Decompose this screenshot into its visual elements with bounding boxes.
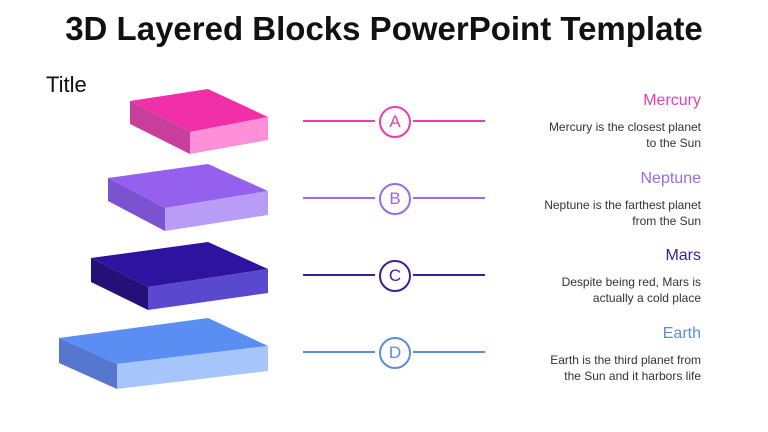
letter-c-circle: C: [379, 260, 411, 292]
connector-c: C: [303, 260, 485, 292]
block-c-top: [91, 242, 268, 287]
item-mars-desc-line-2: actually a cold place: [592, 291, 701, 305]
connector-c-line-right: [413, 274, 485, 276]
item-mars-description: Despite being red, Mars is actually a co…: [481, 274, 701, 306]
letter-b-circle: B: [379, 183, 411, 215]
block-c: [91, 242, 268, 310]
item-earth-desc-line-2: the Sun and it harbors life: [564, 369, 701, 383]
item-mercury: Mercury Mercury is the closest planet to…: [481, 92, 701, 151]
item-earth-desc-line-1: Earth is the third planet from: [550, 353, 701, 367]
slide-heading: 3D Layered Blocks PowerPoint Template: [65, 10, 703, 47]
item-mars-name: Mars: [665, 247, 701, 264]
block-a-front: [190, 117, 268, 154]
item-neptune-name: Neptune: [640, 170, 702, 187]
connector-d-line-right: [413, 351, 485, 353]
connector-d: D: [303, 337, 485, 369]
block-b-top: [108, 164, 268, 208]
connector-b-line-right: [413, 197, 485, 199]
connector-d-line-left: [303, 351, 375, 353]
item-mercury-description: Mercury is the closest planet to the Sun: [481, 119, 701, 151]
letter-d-circle: D: [379, 337, 411, 369]
item-mercury-desc-line-2: to the Sun: [646, 136, 701, 150]
block-d-top: [59, 318, 268, 364]
connector-a: A: [303, 106, 485, 138]
item-neptune: Neptune Neptune is the farthest planet f…: [481, 170, 701, 229]
item-mercury-desc-line-1: Mercury is the closest planet: [548, 120, 701, 134]
item-neptune-description: Neptune is the farthest planet from the …: [481, 197, 701, 229]
block-d: [59, 318, 268, 389]
block-b-side: [108, 178, 165, 231]
item-neptune-desc-line-2: from the Sun: [632, 214, 701, 228]
item-earth-name: Earth: [662, 325, 701, 342]
item-mercury-name: Mercury: [643, 92, 701, 109]
block-c-front: [148, 269, 268, 310]
block-c-side: [91, 258, 148, 310]
block-b-front: [165, 191, 268, 231]
block-a-side: [130, 101, 190, 154]
connector-a-line-right: [413, 120, 485, 122]
slide-subtitle: Title: [46, 72, 87, 97]
block-a: [130, 89, 268, 154]
connector-c-line-left: [303, 274, 375, 276]
block-a-top: [130, 89, 268, 132]
letter-a-circle: A: [379, 106, 411, 138]
item-neptune-desc-line-1: Neptune is the farthest planet: [544, 198, 701, 212]
block-b: [108, 164, 268, 231]
item-mars-desc-line-1: Despite being red, Mars is: [561, 275, 701, 289]
connector-a-line-left: [303, 120, 375, 122]
connector-b: B: [303, 183, 485, 215]
block-d-front: [117, 346, 268, 389]
block-d-side: [59, 338, 117, 389]
item-earth: Earth Earth is the third planet from the…: [481, 325, 701, 384]
item-earth-description: Earth is the third planet from the Sun a…: [481, 352, 701, 384]
item-mars: Mars Despite being red, Mars is actually…: [481, 247, 701, 306]
connector-b-line-left: [303, 197, 375, 199]
